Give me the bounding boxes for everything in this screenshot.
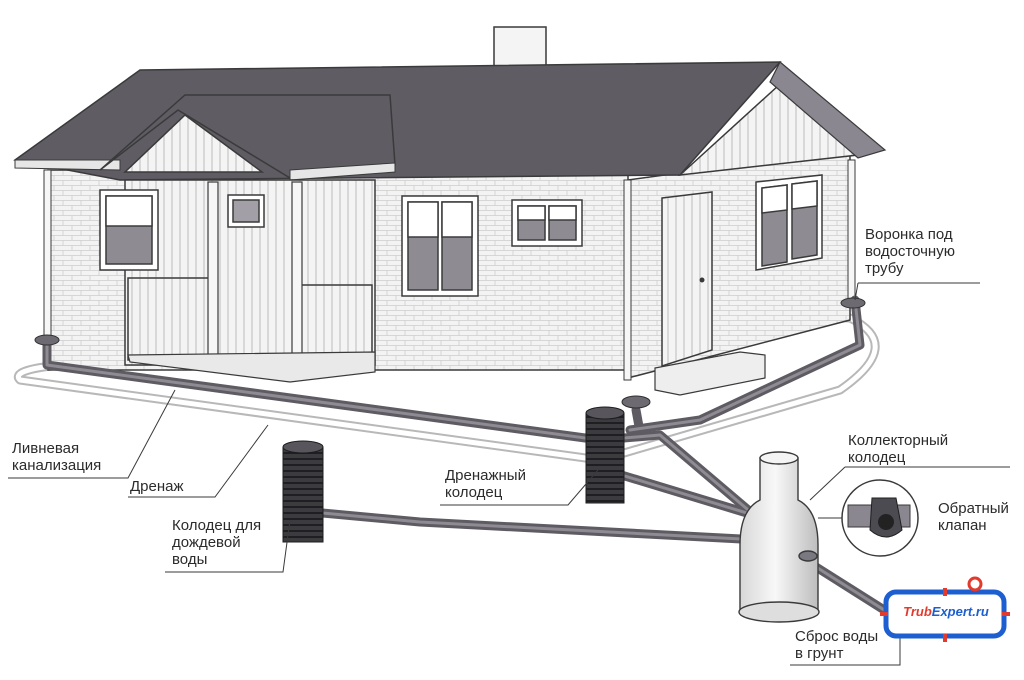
drain-well-label: Дренажный колодец bbox=[445, 467, 526, 501]
drainage-label: Дренаж bbox=[130, 478, 184, 495]
downpipe-funnel bbox=[35, 335, 59, 345]
window bbox=[512, 200, 582, 246]
window bbox=[100, 190, 158, 270]
check-valve-detail bbox=[818, 480, 918, 556]
house bbox=[15, 27, 885, 395]
window bbox=[402, 196, 478, 296]
ground-discharge-label: Сброс воды в грунт bbox=[795, 628, 878, 662]
trubexpert-logo: TrubExpert.ru bbox=[884, 588, 1008, 640]
roof-front-strip bbox=[15, 160, 120, 170]
roof bbox=[15, 62, 780, 180]
drain-well bbox=[586, 407, 624, 503]
window bbox=[756, 175, 822, 270]
downpipe-funnel bbox=[622, 396, 650, 408]
porch-post-2 bbox=[292, 182, 302, 367]
downpipe-funnel bbox=[841, 298, 865, 308]
collector-well bbox=[739, 452, 819, 622]
rain-well-label: Колодец для дождевой воды bbox=[172, 517, 261, 568]
downpipe bbox=[848, 160, 855, 300]
porch-railing bbox=[128, 278, 216, 360]
collector-well-label: Коллекторный колодец bbox=[848, 432, 948, 466]
door bbox=[662, 192, 712, 366]
logo-text-part1: Trub bbox=[903, 604, 932, 619]
door-handle bbox=[700, 278, 705, 283]
downpipe bbox=[624, 180, 631, 380]
chimney bbox=[494, 27, 546, 67]
storm-sewer-label: Ливневая канализация bbox=[12, 440, 101, 474]
window bbox=[228, 195, 264, 227]
porch-post bbox=[208, 182, 218, 362]
logo-text-part2: Expert.ru bbox=[932, 604, 989, 619]
porch-railing-2 bbox=[300, 285, 372, 355]
check-valve-label: Обратный клапан bbox=[938, 500, 1009, 534]
downpipe bbox=[44, 170, 51, 340]
funnel-label: Воронка под водосточную трубу bbox=[865, 226, 955, 277]
